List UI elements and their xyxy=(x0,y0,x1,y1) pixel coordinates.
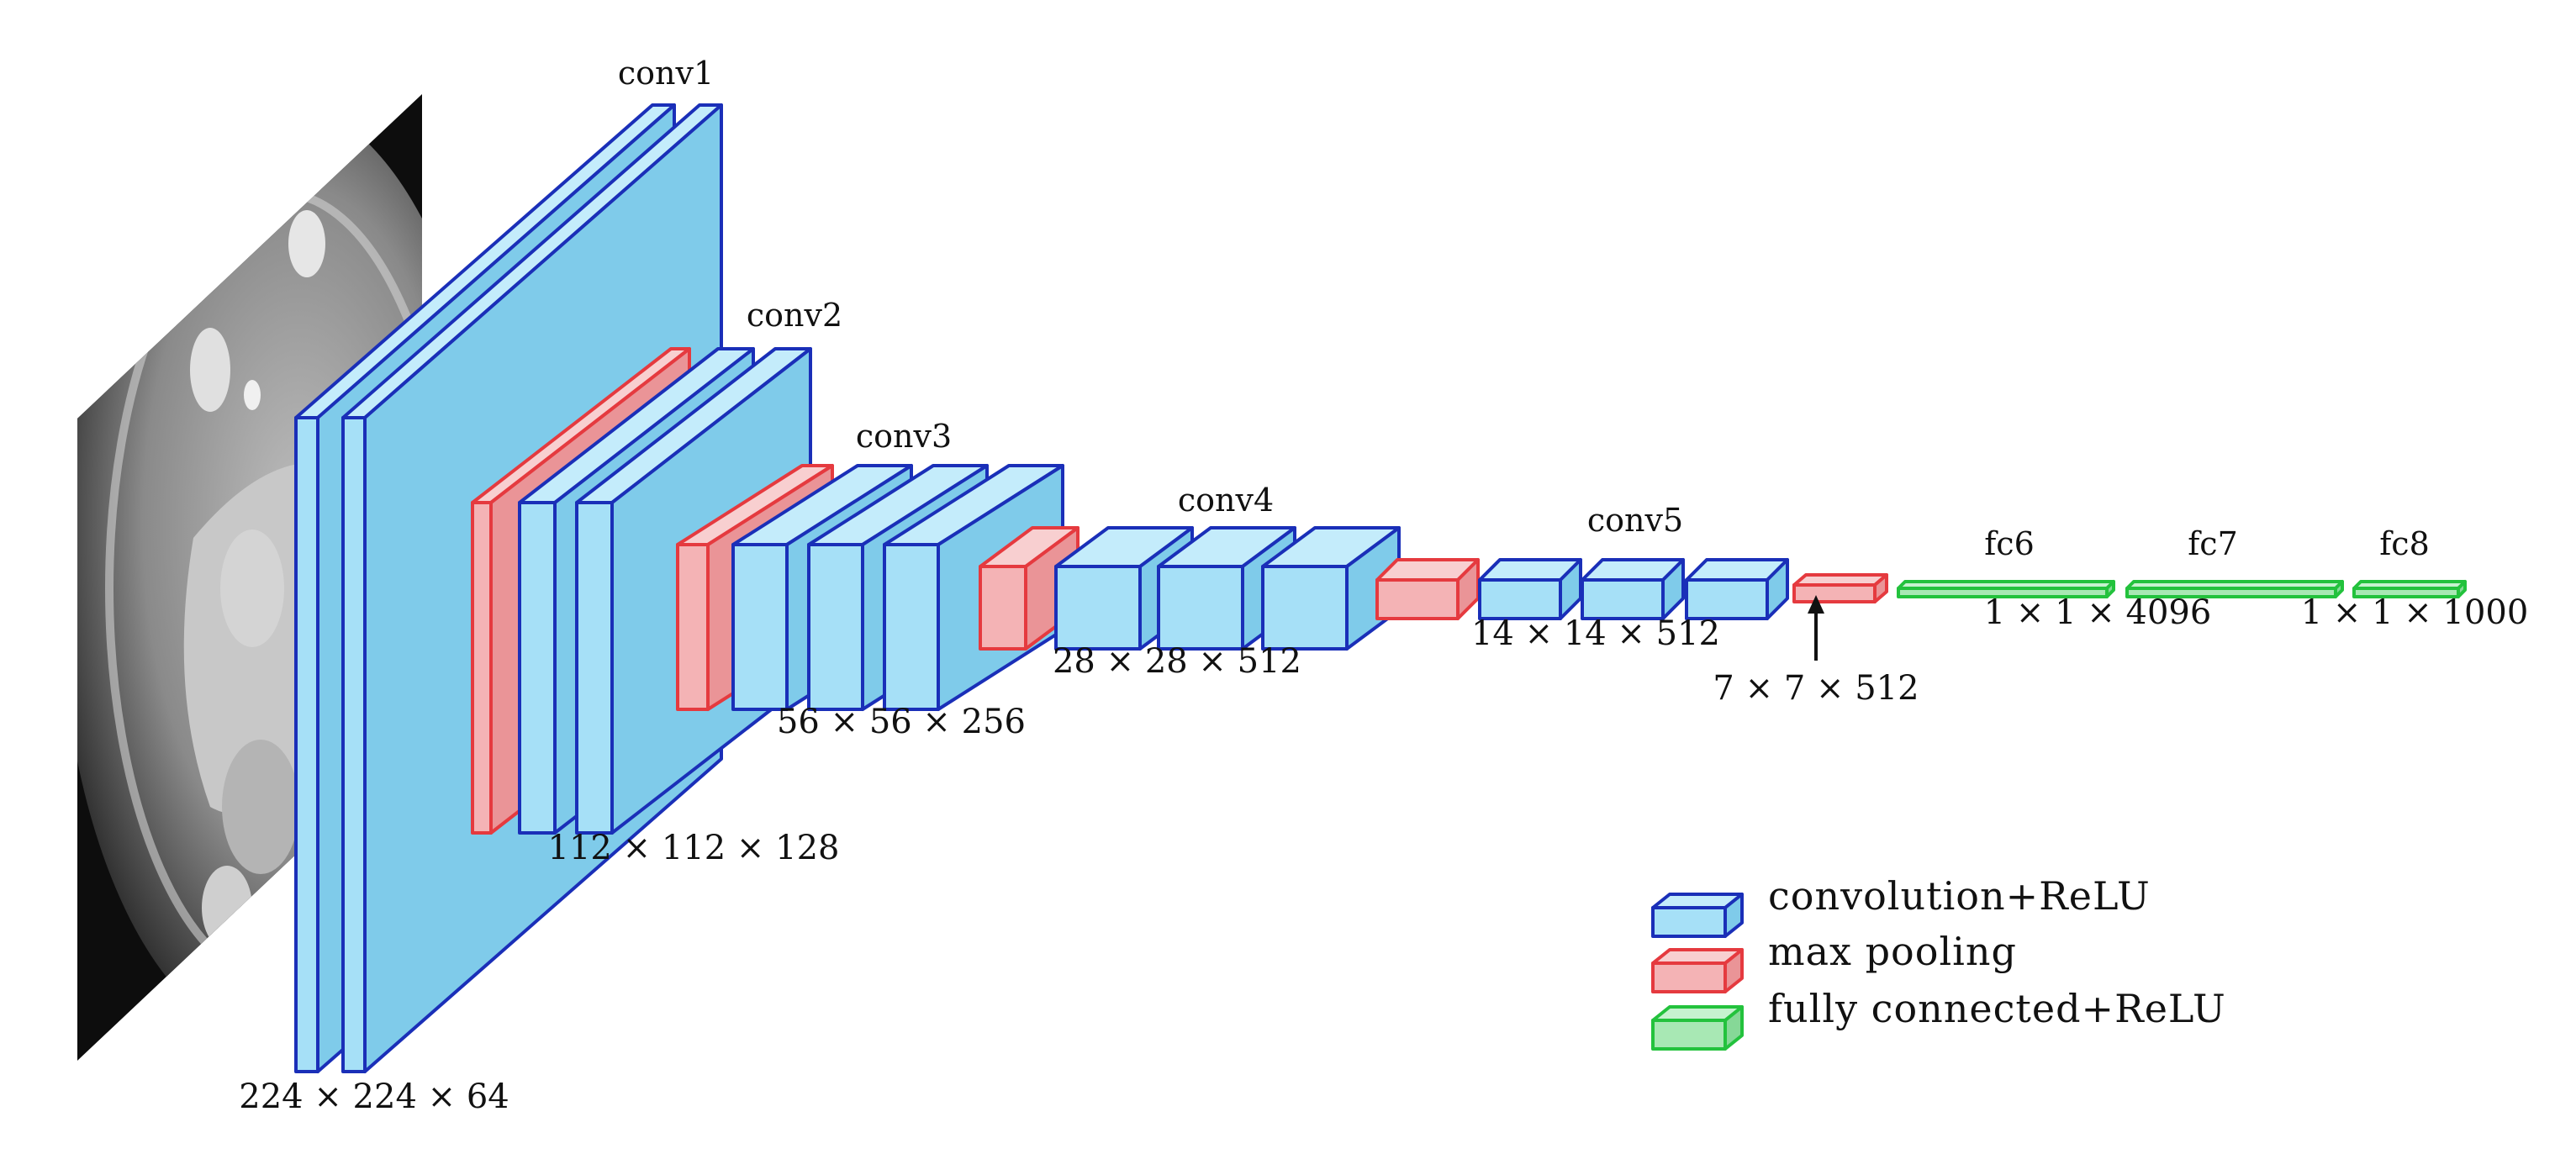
dim-112-label: 112 × 112 × 128 xyxy=(548,829,840,867)
legend: convolution+ReLU max pooling fully conne… xyxy=(1651,873,2226,1051)
conv5-block-2 xyxy=(1581,558,1685,620)
dim-224-label: 224 × 224 × 64 xyxy=(239,1077,509,1116)
fc8-label: fc8 xyxy=(2379,525,2430,562)
dim-56-label: 56 × 56 × 256 xyxy=(777,703,1026,741)
dim-7-label: 7 × 7 × 512 xyxy=(1713,669,1919,708)
legend-conv-label: convolution+ReLU xyxy=(1768,873,2151,919)
dim-14-label: 14 × 14 × 512 xyxy=(1471,614,1720,653)
fc7-block xyxy=(2125,580,2344,598)
conv5-label: conv5 xyxy=(1587,502,1683,539)
network-blocks xyxy=(294,103,2467,1073)
fc7-label: fc7 xyxy=(2188,525,2238,562)
legend-pool-icon xyxy=(1651,948,1744,993)
conv4-block-3 xyxy=(1261,526,1401,651)
conv1-label: conv1 xyxy=(618,55,714,92)
fc6-label: fc6 xyxy=(1984,525,2035,562)
legend-pool-label: max pooling xyxy=(1768,929,2017,974)
conv4-label: conv4 xyxy=(1178,482,1274,519)
fc8-block xyxy=(2352,580,2467,598)
fc6-block xyxy=(1897,580,2115,598)
pool5-block xyxy=(1792,573,1888,603)
dim-fc8-label: 1 × 1 × 1000 xyxy=(2301,593,2529,632)
conv5-block-3 xyxy=(1685,558,1789,620)
pool4-block xyxy=(1375,558,1480,620)
conv3-label: conv3 xyxy=(856,418,952,455)
conv5-block-1 xyxy=(1478,558,1582,620)
dim-fc67-label: 1 × 1 × 4096 xyxy=(1984,593,2212,632)
legend-fc-icon xyxy=(1651,1005,1744,1051)
dim-28-label: 28 × 28 × 512 xyxy=(1053,642,1301,681)
legend-fc-label: fully connected+ReLU xyxy=(1768,986,2226,1031)
conv2-label: conv2 xyxy=(747,297,842,334)
legend-conv-icon xyxy=(1651,893,1744,938)
pool5-arrow xyxy=(1808,595,1824,661)
